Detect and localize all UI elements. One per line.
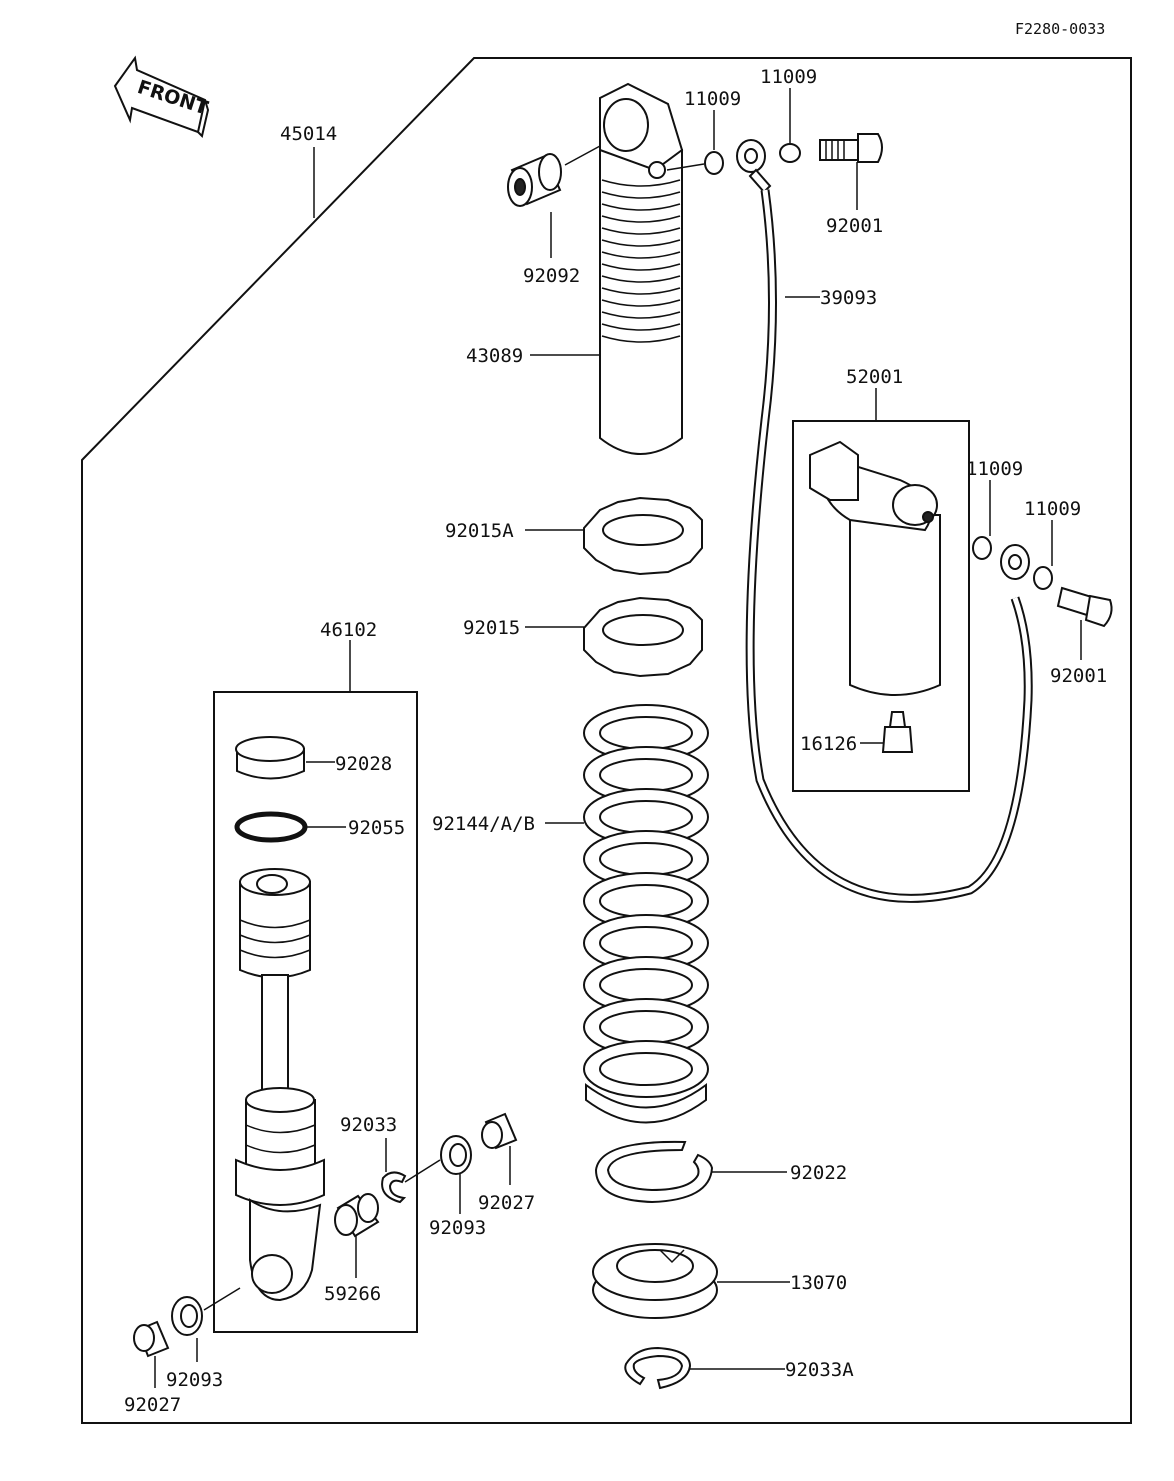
shock-body-43089 [599,82,684,455]
damper-rod-kit-box-46102 [213,691,418,1333]
spring-seat-13070 [592,1243,718,1319]
piston-band-92028 [235,736,305,780]
circlip-92033A [624,1346,692,1390]
coil-spring-92144 [583,704,709,1124]
part-label-46102: 46102 [320,619,377,641]
oil-seal-92093-upper [440,1135,472,1175]
banjo-bolt-92001-reservoir [1056,586,1113,628]
adjuster-nut-92015 [583,596,703,678]
part-label-52001: 52001 [846,366,903,388]
bushing-59266 [334,1193,380,1238]
part-label-92033A: 92033A [785,1359,854,1381]
part-label-92055: 92055 [348,817,405,839]
part-label-11009-hose-top: 11009 [760,66,817,88]
part-label-92092: 92092 [523,265,580,287]
part-label-43089: 43089 [466,345,523,367]
part-label-92144: 92144/A/B [432,813,535,835]
reservoir-hose-39093-inner [747,189,1031,901]
front-direction-arrow: FRONT [113,55,211,138]
part-label-92027-upper: 92027 [478,1192,535,1214]
oil-seal-92093-lower [171,1296,203,1336]
reservoir-52001 [809,440,941,696]
part-label-92022: 92022 [790,1162,847,1184]
assembly-outline [81,57,1132,1424]
part-label-92001-top: 92001 [826,215,883,237]
part-label-92015: 92015 [463,617,520,639]
part-label-92093-upper: 92093 [429,1217,486,1239]
part-label-92001-reservoir: 92001 [1050,665,1107,687]
part-label-39093: 39093 [820,287,877,309]
dust-cap-92027-upper [481,1112,518,1150]
part-label-11009-hose-bottom: 11009 [1024,498,1081,520]
retainer-ring-92022 [594,1140,714,1204]
reservoir-kit-box-52001 [792,420,970,792]
part-label-92027-lower: 92027 [124,1394,181,1416]
part-label-92015A: 92015A [445,520,514,542]
part-label-11009-body: 11009 [684,88,741,110]
washer-11009-hose-top [779,143,801,163]
damper-rod-assembly [235,868,325,1302]
hose-banjo-top [736,139,772,194]
banjo-bolt-92001-top [819,133,883,163]
diagram-reference-code: F2280-0033 [1015,20,1105,38]
circlip-92033 [381,1171,407,1204]
air-valve-16126 [881,711,914,753]
leader-92092-to-body [564,145,601,166]
part-label-45014: 45014 [280,123,337,145]
washer-11009-reservoir [972,536,992,560]
hose-banjo-reservoir [1000,544,1030,580]
leader-11009-body-axis [666,163,705,171]
part-label-16126: 16126 [800,733,857,755]
leader-92093-upper-axis [404,1159,441,1183]
bushing-92092 [507,153,562,207]
dust-cap-92027-lower [133,1320,170,1358]
washer-11009-hose-bottom [1033,566,1053,590]
part-label-13070: 13070 [790,1272,847,1294]
part-label-11009-reservoir: 11009 [966,458,1023,480]
washer-11009-body [704,151,724,175]
lock-nut-92015A [583,496,703,576]
part-label-92033: 92033 [340,1114,397,1136]
o-ring-92055 [234,811,308,843]
part-label-92093-lower: 92093 [166,1369,223,1391]
part-label-92028: 92028 [335,753,392,775]
part-label-59266: 59266 [324,1283,381,1305]
leader-92093-lower-axis [203,1287,241,1311]
